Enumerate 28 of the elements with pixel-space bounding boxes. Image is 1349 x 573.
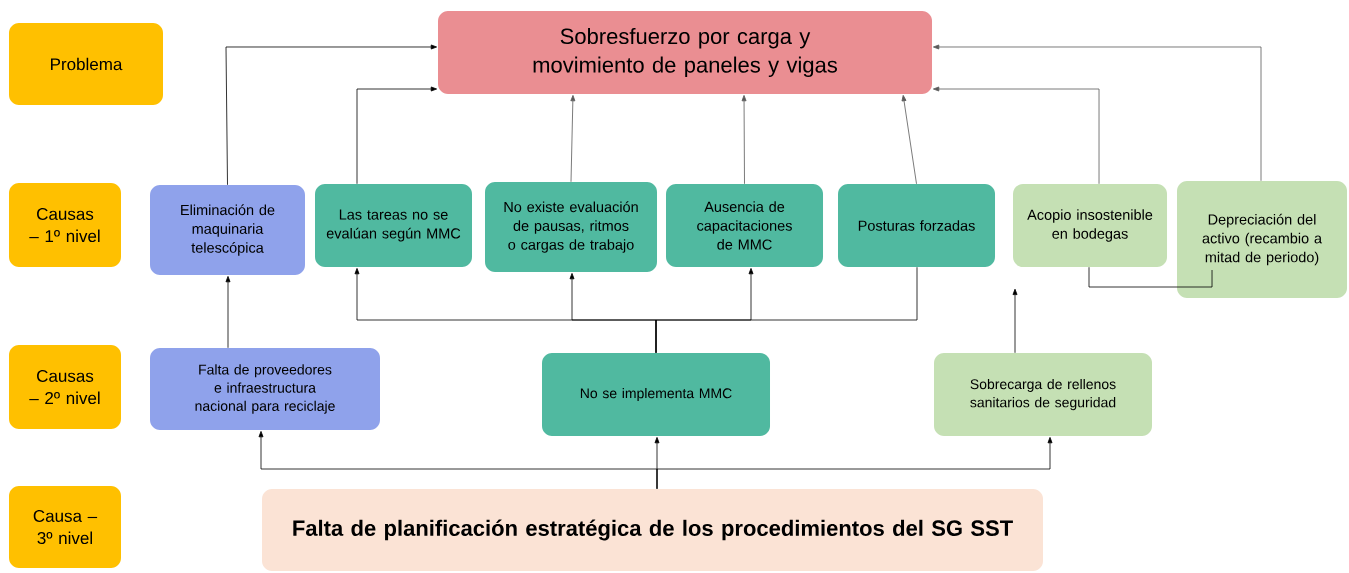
- arrow: [1012, 288, 1018, 354]
- arrow: [570, 95, 576, 183]
- row-header-box: Causas – 2º nivel: [9, 345, 121, 429]
- arrow: [225, 276, 231, 349]
- arrow: [933, 44, 1262, 182]
- cause-box: No existe evaluación de pausas, ritmos o cargas de trabajo: [485, 182, 657, 272]
- cause-box: Sobrecarga de rellenos sanitarios de seguridad: [934, 353, 1152, 436]
- cause-box: No se implementa MMC: [542, 353, 770, 436]
- arrow: [225, 44, 437, 186]
- cause-box: Falta de proveedores e infraestructura nacional para reciclaje: [150, 348, 380, 430]
- connector-line: [655, 266, 918, 354]
- cause-box: Posturas forzadas: [838, 184, 995, 267]
- arrow: [656, 437, 1053, 490]
- cause-box: Eliminación de maquinaria telescópica: [150, 185, 305, 275]
- row-header-box: Problema: [9, 23, 163, 105]
- connector-line: [1088, 266, 1213, 288]
- root-cause-box: Falta de planificación estratégica de los procedimientos del SG SST: [262, 489, 1043, 571]
- arrow: [741, 95, 747, 185]
- arrow: [901, 94, 917, 185]
- problem-box: Sobresfuerzo por carga y movimiento de paneles y vigas: [438, 11, 932, 94]
- row-header-box: Causas – 1º nivel: [9, 183, 121, 267]
- row-header-box: Causa – 3º nivel: [9, 486, 121, 568]
- cause-box: Las tareas no se evalúan según MMC: [315, 184, 472, 267]
- cause-box: Depreciación del activo (recambio a mitad de periodo): [1177, 181, 1347, 298]
- cause-box: Ausencia de capacitaciones de MMC: [666, 184, 823, 267]
- arrow: [356, 86, 437, 185]
- arrow: [933, 86, 1100, 185]
- cause-box: Acopio insostenible en bodegas: [1013, 184, 1167, 267]
